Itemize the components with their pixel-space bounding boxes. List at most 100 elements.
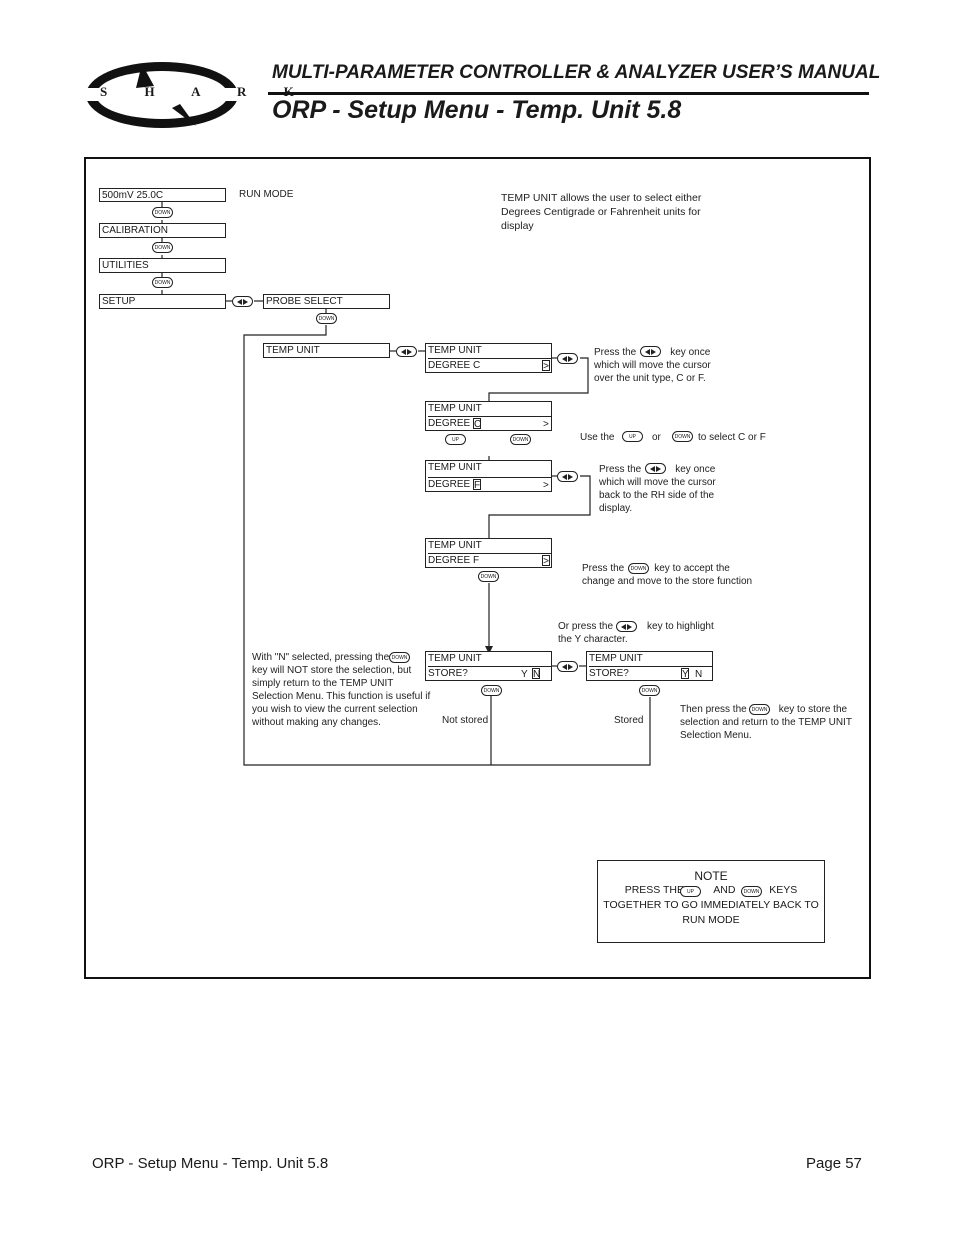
page-title: ORP - Setup Menu - Temp. Unit 5.8	[272, 96, 682, 124]
down-key: DOWN	[628, 563, 649, 574]
header-rule	[268, 92, 869, 95]
temp-unit-display-2: TEMP UNIT DEGREE C >	[425, 401, 552, 431]
press-b2: key once	[675, 464, 716, 475]
press-a4: over the unit type, C or F.	[594, 373, 706, 384]
degree-label: DEGREE	[428, 479, 471, 490]
press-note-c: Press the key to accept the change and mo…	[582, 562, 772, 588]
temp-unit-menu-display: TEMP UNIT	[263, 343, 390, 358]
lcd-line-2: DEGREE	[428, 416, 551, 430]
note-line-3: RUN MODE	[682, 914, 740, 926]
probe-select-display: PROBE SELECT	[263, 294, 390, 309]
lcd-line-2: STORE?	[428, 666, 551, 680]
cursor-box: F	[473, 479, 481, 491]
up-key: UP	[622, 431, 643, 442]
run-display: 500mV 25.0C	[99, 188, 226, 202]
down-key: DOWN	[510, 434, 531, 445]
press-a2: key once	[670, 347, 711, 358]
store-display-y: TEMP UNIT STORE? Y N	[586, 651, 713, 681]
then-2: key to store the	[778, 704, 848, 715]
utilities-display: UTILITIES	[99, 258, 226, 273]
down-key: DOWN	[481, 685, 502, 696]
note-keys: KEYS	[769, 884, 798, 896]
press-c3: change and move to the store function	[582, 576, 753, 587]
left-right-key-icon	[616, 621, 637, 632]
diagram-frame	[84, 157, 871, 979]
logo-text: S H A R K	[100, 84, 311, 99]
cursor-box: >	[542, 360, 550, 372]
page-number: Page 57	[806, 1155, 862, 1172]
then-1: Then press the	[680, 704, 747, 715]
left-right-key-icon	[557, 353, 578, 364]
left-right-key-icon	[557, 471, 578, 482]
down-key: DOWN	[316, 313, 337, 324]
gt-char: >	[543, 419, 549, 430]
cursor-box: N	[532, 668, 541, 680]
or-label: or	[652, 432, 661, 443]
temp-unit-display-4: TEMP UNIT DEGREE F >	[425, 538, 552, 568]
left-right-key-icon	[645, 463, 666, 474]
press-c2: key to accept the	[654, 563, 730, 574]
press-b4: back to the RH side of the	[599, 490, 715, 501]
note-line-1: PRESS THE AND KEYS	[598, 883, 824, 898]
cursor-box: Y	[681, 668, 689, 680]
gt-char: >	[543, 480, 549, 491]
note-box: NOTE PRESS THE AND KEYS TOGETHER TO GO I…	[597, 860, 825, 943]
lcd-line-1: TEMP UNIT	[428, 345, 482, 356]
store-label: STORE?	[589, 668, 629, 679]
down-key: DOWN	[152, 207, 173, 218]
down-key: DOWN	[478, 571, 499, 582]
press-b5: display.	[599, 503, 633, 514]
note-title: NOTE	[694, 869, 728, 883]
with-n-note: With "N" selected, pressing the key will…	[252, 651, 430, 729]
note-press: PRESS THE	[624, 884, 685, 896]
then-4: Selection Menu.	[680, 730, 752, 741]
down-key: DOWN	[749, 704, 770, 715]
down-key: DOWN	[389, 652, 410, 663]
degree-label: DEGREE	[428, 418, 471, 429]
n-char: N	[695, 669, 703, 680]
manual-title: MULTI-PARAMETER CONTROLLER & ANALYZER US…	[272, 62, 881, 83]
with-n-1: With "N" selected, pressing the	[252, 652, 390, 663]
temp-unit-display-1: TEMP UNIT DEGREE C >	[425, 343, 552, 373]
press-c1: Press the	[582, 563, 625, 574]
lcd-line-1: TEMP UNIT	[428, 540, 482, 551]
cursor-box: >	[542, 555, 550, 567]
use-the-note: Use the	[580, 431, 614, 444]
up-key: UP	[680, 886, 701, 897]
lcd-line-1: TEMP UNIT	[589, 653, 643, 664]
run-mode-label: RUN MODE	[239, 189, 294, 200]
or-press-3: the Y character.	[558, 634, 628, 645]
press-b3: which will move the cursor	[599, 477, 716, 488]
note-and: AND	[713, 884, 736, 896]
left-right-key-icon	[232, 296, 253, 307]
shark-logo	[84, 62, 254, 128]
down-key: DOWN	[639, 685, 660, 696]
note-line-2: TOGETHER TO GO IMMEDIATELY BACK TO	[603, 899, 819, 911]
press-b1: Press the	[599, 464, 642, 475]
lcd-line-2: DEGREE C	[428, 358, 551, 372]
press-a3: which will move the cursor	[594, 360, 711, 371]
intro-text: TEMP UNIT allows the user to select eith…	[501, 192, 702, 232]
with-n-5: you wish to view the current selection	[252, 704, 418, 715]
setup-display: SETUP	[99, 294, 226, 309]
with-n-2: key will NOT store the selection, but	[252, 665, 412, 676]
down-key: DOWN	[152, 242, 173, 253]
left-right-key-icon	[396, 346, 417, 357]
cursor-box: C	[473, 418, 482, 430]
stored-label: Stored	[614, 715, 644, 726]
up-key: UP	[445, 434, 466, 445]
down-key: DOWN	[152, 277, 173, 288]
y-char: Y	[521, 669, 528, 680]
then-3: selection and return to the TEMP UNIT	[680, 717, 852, 728]
with-n-3: simply return to the TEMP UNIT	[252, 678, 394, 689]
down-key: DOWN	[672, 431, 693, 442]
to-select-label: to select C or F	[698, 432, 766, 443]
left-right-key-icon	[640, 346, 661, 357]
calibration-display: CALIBRATION	[99, 223, 226, 238]
lcd-line-2: STORE?	[589, 666, 712, 680]
use-the: Use the	[580, 432, 615, 443]
left-right-key-icon	[557, 661, 578, 672]
or-press-1: Or press the	[558, 621, 614, 632]
